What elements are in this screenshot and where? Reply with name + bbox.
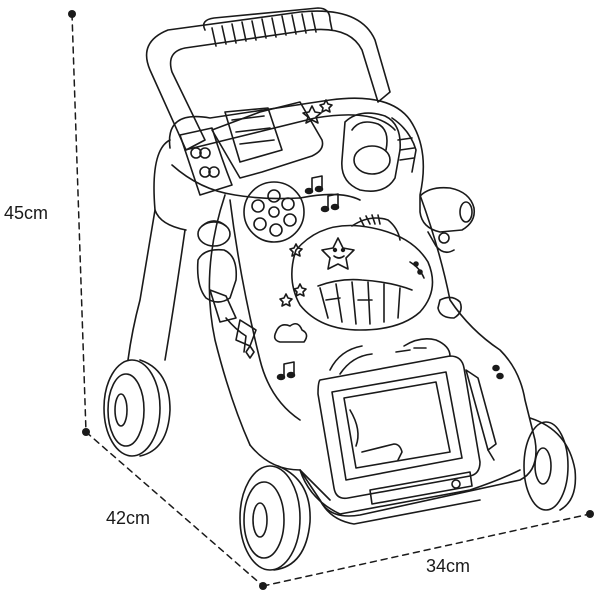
phone-toy <box>211 101 324 179</box>
height-dimension-label: 45cm <box>4 203 49 223</box>
dimension-endpoints <box>68 10 594 590</box>
width-dimension-label: 34cm <box>426 556 471 576</box>
drawing-board <box>317 338 497 505</box>
walker-frame <box>127 139 331 501</box>
front-right-wheel <box>523 417 577 511</box>
depth-dimension-line <box>85 431 264 587</box>
dimension-lines <box>71 13 591 587</box>
depth-dimension-label: 42cm <box>106 508 151 528</box>
walker-handle <box>145 7 391 151</box>
width-dimension-line <box>262 513 591 587</box>
rear-left-wheel <box>103 359 171 457</box>
front-left-wheel <box>239 465 311 571</box>
side-button-panel <box>179 127 233 196</box>
decorative-stars <box>279 99 333 307</box>
bell-toy <box>341 112 417 192</box>
shape-toy <box>419 186 476 319</box>
hanging-toys <box>196 220 257 359</box>
front-bumper <box>299 469 521 525</box>
piano-steering-toy <box>291 214 434 331</box>
music-notes <box>276 175 504 381</box>
height-dimension-line <box>71 13 87 433</box>
cloud-decoration <box>273 322 308 343</box>
spinner-toy <box>243 181 305 243</box>
